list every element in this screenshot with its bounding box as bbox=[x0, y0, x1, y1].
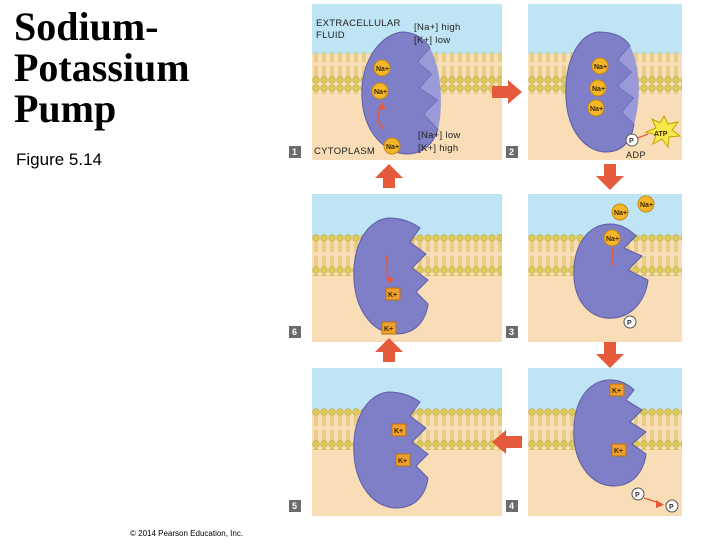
svg-text:K+: K+ bbox=[398, 458, 407, 465]
cytoplasm-label: CYTOPLASM bbox=[314, 146, 376, 157]
arrow-6-to-1 bbox=[375, 164, 403, 188]
potassium-ion: K+ bbox=[381, 321, 397, 335]
panel-step-2: Na+ Na+ Na+ P ATP bbox=[528, 4, 682, 160]
outside-sodium-concentration: [Na+] high bbox=[414, 22, 461, 33]
svg-text:K+: K+ bbox=[614, 448, 623, 455]
svg-text:3: 3 bbox=[509, 327, 514, 337]
svg-text:Na+: Na+ bbox=[376, 66, 389, 73]
svg-text:Na+: Na+ bbox=[590, 106, 603, 113]
panel-step-1: Na+ Na+ Na+ bbox=[312, 4, 502, 160]
panel-step-5: K+ K+ bbox=[312, 368, 502, 516]
svg-text:K+: K+ bbox=[394, 428, 403, 435]
panel-step-3: Na+ Na+ Na+ P bbox=[528, 194, 682, 342]
phosphate-icon: P bbox=[665, 499, 679, 513]
svg-text:Na+: Na+ bbox=[592, 86, 605, 93]
atp-burst-icon: ATP bbox=[644, 114, 682, 149]
figure-label: Figure 5.14 bbox=[16, 150, 102, 169]
sodium-ion: Na+ bbox=[587, 99, 605, 117]
potassium-ion: K+ bbox=[385, 287, 401, 301]
svg-text:P: P bbox=[669, 504, 674, 511]
step-badge-5: 5 bbox=[289, 500, 301, 512]
phosphate-icon: P bbox=[623, 315, 637, 329]
svg-text:Na+: Na+ bbox=[594, 64, 607, 71]
svg-text:1: 1 bbox=[292, 147, 297, 157]
potassium-ion: K+ bbox=[609, 383, 625, 397]
step-badge-1: 1 bbox=[289, 146, 301, 158]
step-badge-4: 4 bbox=[506, 500, 518, 512]
svg-text:Na+: Na+ bbox=[374, 89, 387, 96]
svg-text:5: 5 bbox=[292, 501, 297, 511]
phosphate-icon: P bbox=[631, 487, 645, 501]
inside-sodium-concentration: [Na+] low bbox=[418, 130, 461, 141]
svg-text:P: P bbox=[635, 492, 640, 499]
page-title: Sodium-Potassium Pump bbox=[14, 4, 190, 131]
svg-text:ATP: ATP bbox=[654, 131, 668, 138]
panel-step-6: K+ K+ bbox=[312, 194, 502, 342]
inside-potassium-concentration: [K+] high bbox=[418, 143, 459, 154]
phosphate-icon: P bbox=[625, 133, 639, 147]
sodium-ion: Na+ bbox=[637, 195, 655, 213]
sodium-ion: Na+ bbox=[603, 229, 621, 247]
extracellular-fluid-label: EXTRACELLULAR FLUID bbox=[316, 18, 401, 41]
potassium-ion: K+ bbox=[611, 443, 627, 457]
panel-step-4: K+ K+ P P bbox=[528, 368, 682, 516]
svg-text:K+: K+ bbox=[384, 326, 393, 333]
potassium-ion: K+ bbox=[391, 423, 407, 437]
sodium-ion: Na+ bbox=[591, 57, 609, 75]
svg-text:Na+: Na+ bbox=[640, 202, 653, 209]
sodium-ion: Na+ bbox=[373, 59, 391, 77]
adp-label: ADP bbox=[626, 150, 647, 160]
copyright-notice: © 2014 Pearson Education, Inc. bbox=[130, 529, 244, 538]
step-badge-3: 3 bbox=[506, 326, 518, 338]
svg-text:6: 6 bbox=[292, 327, 297, 337]
sodium-ion: Na+ bbox=[371, 82, 389, 100]
potassium-ion: K+ bbox=[395, 453, 411, 467]
svg-text:2: 2 bbox=[509, 147, 514, 157]
sodium-ion: Na+ bbox=[589, 79, 607, 97]
sodium-ion: Na+ bbox=[383, 137, 401, 155]
svg-text:P: P bbox=[627, 320, 632, 327]
svg-text:4: 4 bbox=[509, 501, 514, 511]
outside-potassium-concentration: [K+] low bbox=[414, 35, 451, 46]
svg-text:K+: K+ bbox=[388, 292, 397, 299]
step-badge-2: 2 bbox=[506, 146, 518, 158]
svg-text:Na+: Na+ bbox=[606, 236, 619, 243]
step-badge-6: 6 bbox=[289, 326, 301, 338]
svg-text:Na+: Na+ bbox=[386, 144, 399, 151]
sodium-ion: Na+ bbox=[611, 203, 629, 221]
arrow-3-to-4 bbox=[596, 342, 624, 368]
svg-text:Na+: Na+ bbox=[614, 210, 627, 217]
arrow-2-to-3 bbox=[596, 164, 624, 190]
svg-text:K+: K+ bbox=[612, 388, 621, 395]
svg-text:P: P bbox=[629, 138, 634, 145]
